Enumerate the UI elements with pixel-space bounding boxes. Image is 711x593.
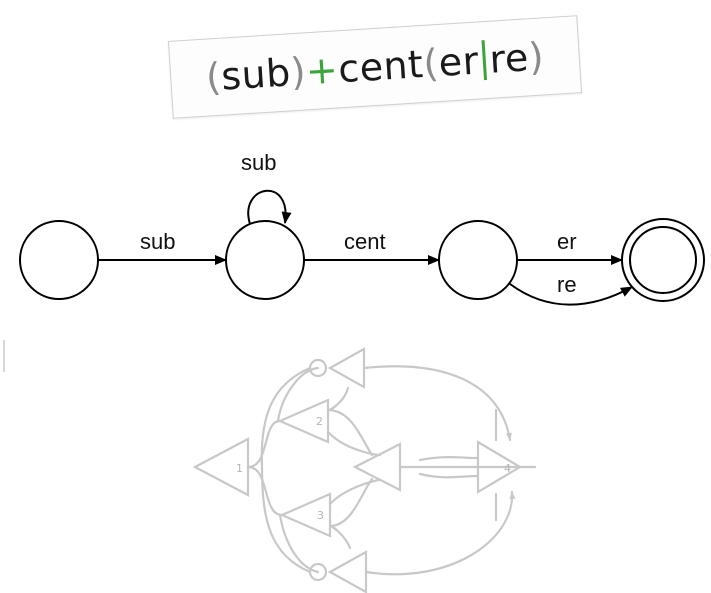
wire-center-4-a (418, 456, 480, 462)
triangle-bottom (327, 550, 368, 593)
edge-label-sub-loop: sub (241, 150, 276, 175)
wire-2-top (276, 366, 320, 423)
circuit-diagram (192, 347, 537, 593)
arc-left (260, 366, 312, 574)
state-3 (438, 220, 518, 300)
circuit-label-3: 3 (317, 509, 324, 522)
wire-top-2 (326, 386, 350, 412)
automaton-diagram (19, 189, 705, 306)
edge-label-er: er (557, 229, 577, 254)
state-2 (225, 220, 305, 300)
triangle-2 (277, 398, 330, 444)
arc-top-right (362, 365, 512, 442)
wire-center-4-b (418, 472, 480, 479)
state-accept-inner (629, 226, 697, 294)
wire-1-2 (246, 419, 282, 469)
wire-1-3 (246, 465, 284, 517)
wire-bottom-3 (328, 524, 352, 550)
edge-label-sub: sub (140, 229, 175, 254)
edge-sub-loop (247, 189, 292, 225)
edge-label-cent: cent (344, 229, 386, 254)
wire-3-bottom (278, 513, 320, 574)
wire-2-center-b (326, 430, 382, 457)
edge-re (509, 283, 633, 306)
wire-3-center (328, 477, 374, 528)
wire-3-center-b (328, 478, 382, 506)
triangle-top (327, 347, 366, 389)
state-start (19, 220, 99, 300)
circuit-label-2: 2 (316, 415, 323, 428)
wire-2-center (326, 408, 374, 457)
edge-label-re: re (557, 272, 577, 297)
arc-bottom-right (364, 490, 516, 576)
circuit-label-4: 4 (504, 462, 511, 475)
circuit-label-1: 1 (236, 462, 243, 475)
triangle-3 (279, 492, 332, 538)
